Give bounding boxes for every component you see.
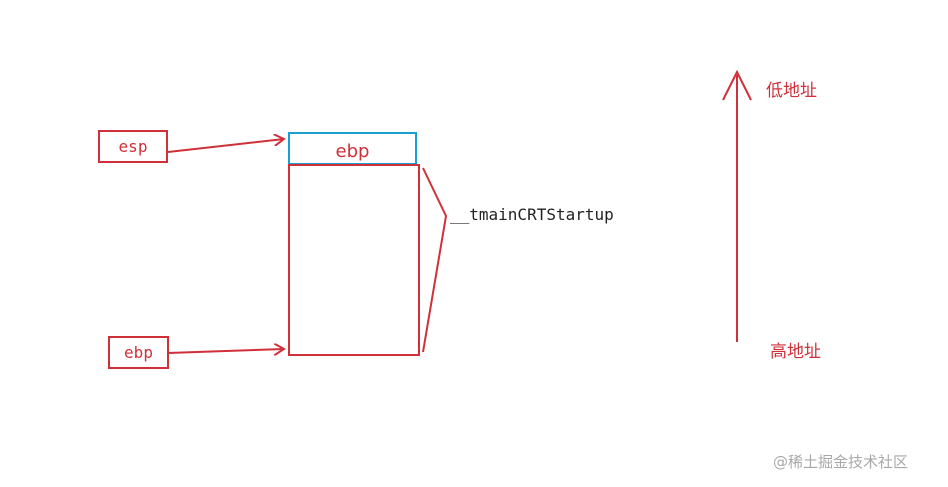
address-arrow-head [722, 69, 752, 101]
esp-register-box: esp [98, 130, 168, 163]
esp-label: esp [118, 137, 148, 156]
watermark: @稀土掘金技术社区 [773, 453, 909, 471]
function-name-label: __tmainCRTStartup [450, 205, 614, 224]
ebp-register-box: ebp [108, 336, 169, 369]
frame-brace [422, 167, 448, 353]
stack-top-cell: ebp [288, 132, 417, 165]
stack-frame-body [288, 164, 420, 356]
stack-top-cell-label: ebp [335, 141, 370, 162]
esp-arrow [167, 139, 284, 153]
ebp-label: ebp [124, 343, 153, 362]
low-address-label: 低地址 [766, 81, 817, 101]
high-address-label: 高地址 [770, 342, 821, 362]
ebp-arrow [167, 349, 284, 353]
